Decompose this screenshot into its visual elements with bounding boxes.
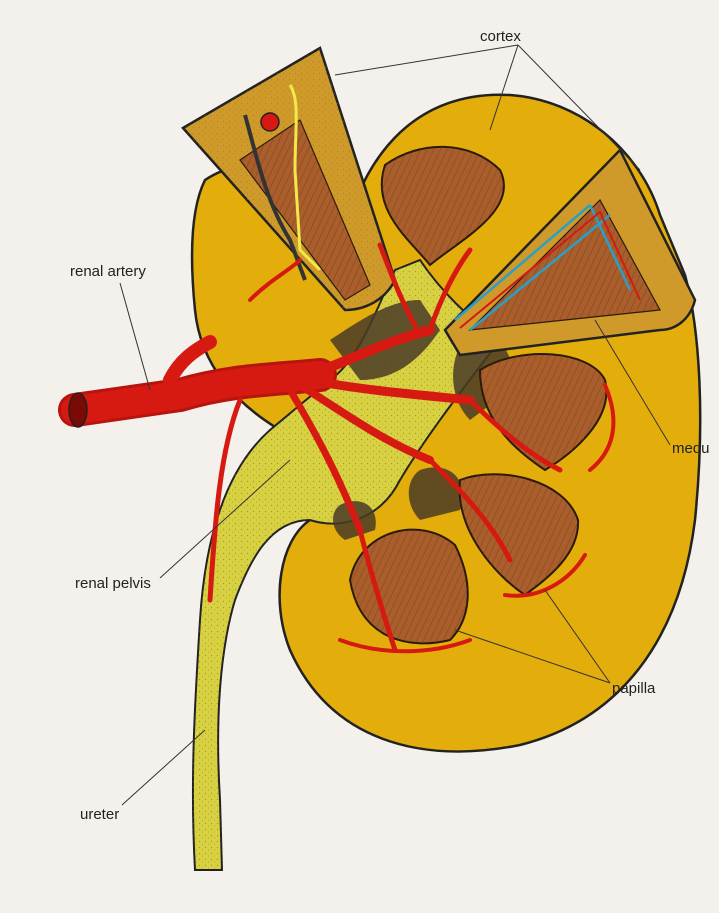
- cortex-label: cortex: [480, 28, 521, 45]
- artery-cut-end: [69, 393, 87, 427]
- renal-pelvis-label: renal pelvis: [75, 575, 151, 592]
- papilla-label: papilla: [612, 680, 655, 697]
- medulla-label: medu: [672, 440, 710, 457]
- renal-artery-label: renal artery: [70, 263, 146, 280]
- ureter-label: ureter: [80, 806, 119, 823]
